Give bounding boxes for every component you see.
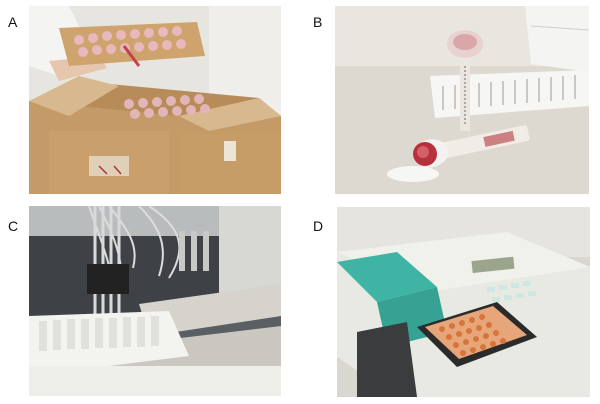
sample-tube-photo [335,6,589,194]
panel-label-d: D [313,218,324,234]
panel-label-b: B [313,14,323,30]
photo-panel-a [29,6,281,194]
photo-panel-c [29,206,281,396]
plate-reader-photo [337,207,590,397]
liquid-handler-photo [29,206,281,396]
cardboard-box-photo [29,6,281,194]
panel-label-c: C [8,218,19,234]
panel-label-a: A [8,14,18,30]
photo-panel-b [335,6,589,194]
photo-panel-d [337,207,590,397]
